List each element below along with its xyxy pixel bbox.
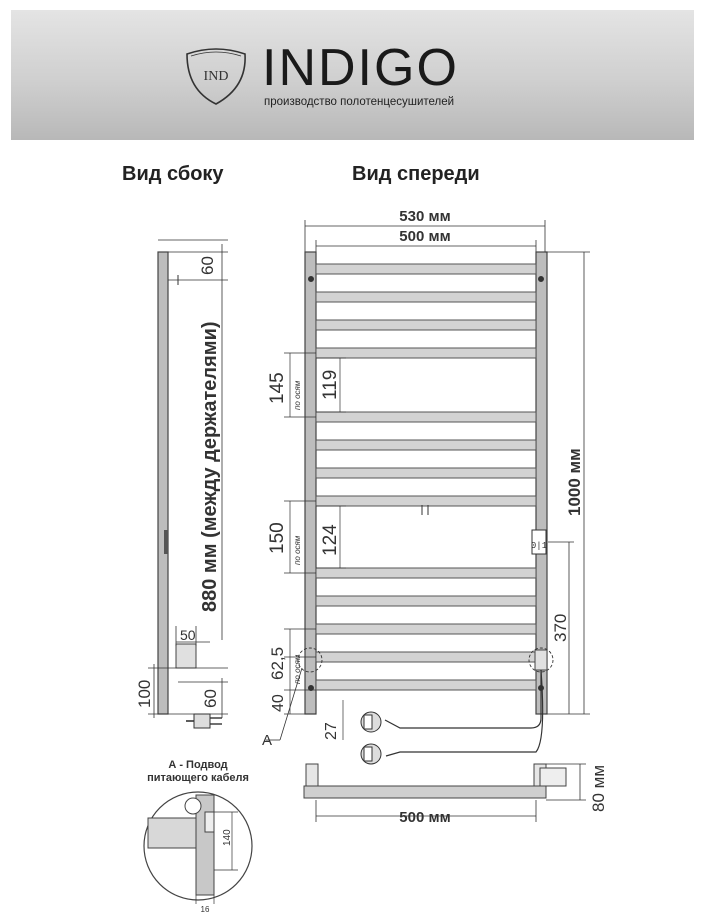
dim-pitch-2: 150 [267, 522, 288, 554]
dim-bottom-40: 40 [270, 694, 287, 712]
dim-bracket-offset: 50 [180, 627, 196, 643]
detail-title-1: А - Подвод [168, 759, 227, 771]
front-view: 0|1 [266, 220, 590, 757]
dim-depth: 80 мм [589, 765, 608, 812]
axis-note: по осям [293, 535, 302, 565]
dim-pitch-1-inner: 119 [320, 370, 341, 400]
detail-dim-16: 16 [201, 905, 210, 914]
header-banner: IND INDIGO производство полотенцесушител… [11, 10, 694, 140]
plug-icon [360, 711, 382, 765]
axis-note: по осям [293, 654, 302, 684]
dim-pitch-3: 62,5 [268, 647, 287, 680]
dim-switch-height: 370 [551, 614, 570, 642]
brand-name: INDIGO [262, 39, 459, 97]
detail-a-view [143, 791, 253, 904]
axis-note: по осям [293, 380, 302, 410]
logo-icon: IND [186, 48, 246, 105]
dim-pitch-2-inner: 124 [320, 524, 341, 556]
side-view [148, 239, 228, 729]
switch-icon: 0|1 [531, 529, 547, 555]
dim-height-total: 1000 мм [565, 448, 584, 516]
dim-bottom-gap: 60 [201, 689, 220, 708]
brand-tagline: производство полотенцесушителей [264, 96, 455, 108]
top-view [303, 763, 586, 822]
svg-text:0|1: 0|1 [531, 541, 547, 551]
dim-bottom-27: 27 [323, 722, 340, 740]
side-view-title: Вид сбоку [122, 163, 224, 185]
detail-title-2: питающего кабеля [147, 772, 249, 784]
dim-bottom-holder: 100 [135, 680, 154, 708]
dim-width-outer: 530 мм [399, 208, 450, 225]
dim-holder-distance: 880 мм (между держателями) [199, 321, 221, 612]
logo-mark: IND [204, 69, 229, 84]
dim-top-gap: 60 [198, 256, 217, 275]
dim-bottom-width: 500 мм [399, 809, 450, 826]
detail-marker: A [262, 732, 272, 749]
plug-icon [186, 713, 222, 729]
dim-width-inner: 500 мм [399, 228, 450, 245]
front-view-title: Вид спереди [352, 163, 480, 185]
detail-dim-140: 140 [222, 829, 233, 846]
dim-pitch-1: 145 [267, 372, 288, 404]
